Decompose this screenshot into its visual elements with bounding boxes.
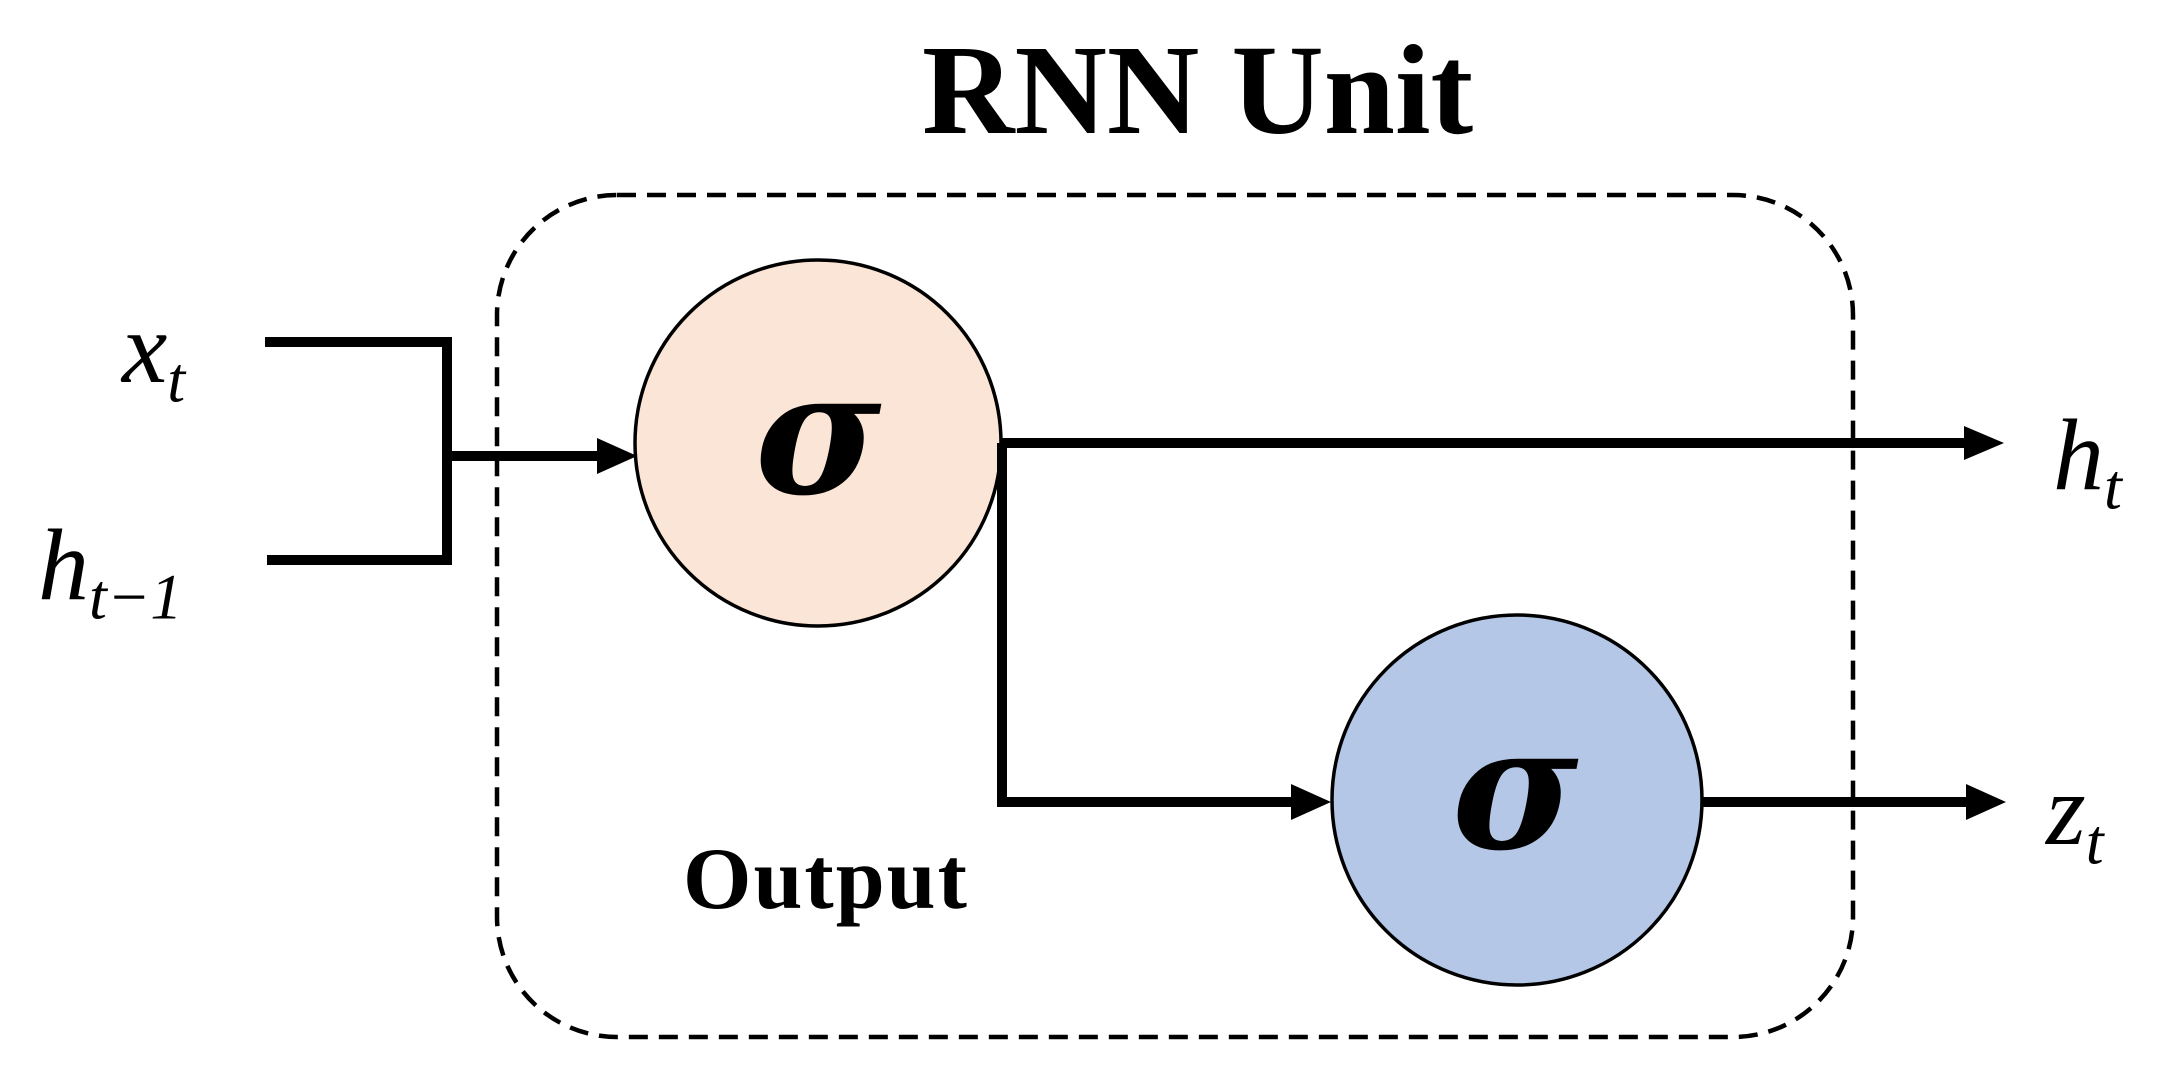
ht-arrow-head-icon [1964,426,2004,460]
output-label-h: ht [2053,405,2122,520]
diagram-title: RNN Unit [922,19,1474,161]
output-gate-label: Output [683,831,969,928]
arrow-heads [597,426,2006,820]
label-base: z [2046,754,2086,867]
label-subscript: t [167,344,186,416]
merge-arrow-head-icon [597,438,637,474]
label-subscript: t [2104,451,2122,523]
label-subscript: t [2085,806,2104,878]
sigma-symbol-1: σ [754,331,882,534]
branch-arrow-head-icon [1291,784,1331,820]
label-subscript: t−1 [89,561,183,633]
sigma-symbol-2: σ [1451,686,1579,889]
label-base: x [122,292,168,405]
label-base: h [38,509,89,622]
branch-elbow-wire [997,443,1294,807]
output-label-z: zt [2046,760,2104,875]
input-label-x: xt [122,298,185,413]
input-label-h-prev: ht−1 [38,515,182,630]
label-base: h [2053,399,2104,512]
rnn-unit-boundary [494,192,1856,1040]
connector-wires [265,337,1969,807]
zt-arrow-head-icon [1966,784,2006,820]
